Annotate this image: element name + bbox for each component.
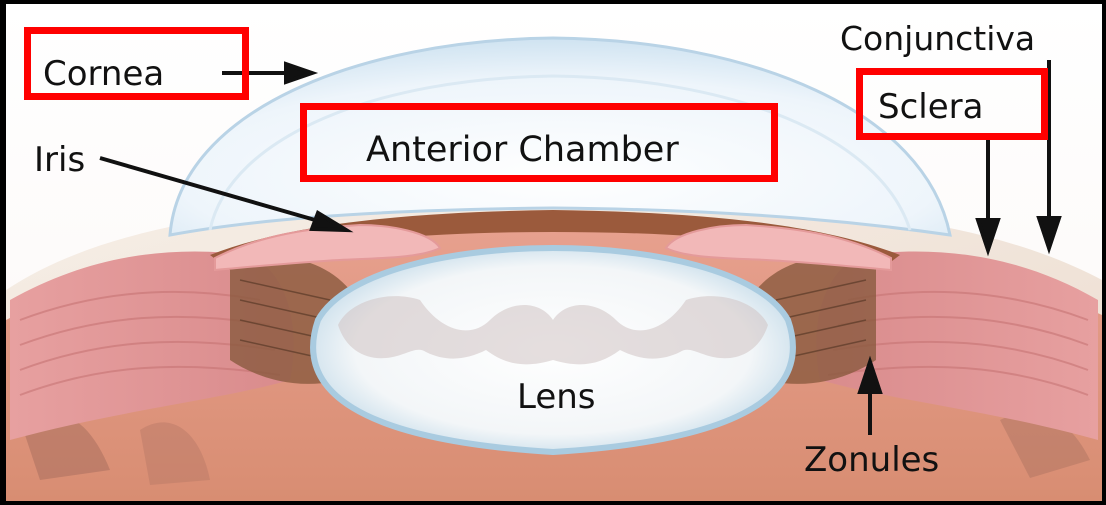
zonules-label: Zonules — [804, 443, 939, 477]
cornea-highlight-box — [24, 27, 249, 100]
conjunctiva-label: Conjunctiva — [840, 22, 1035, 55]
iris-label: Iris — [34, 143, 85, 177]
lens-label: Lens — [517, 380, 596, 414]
anterior-chamber-highlight-box — [300, 103, 778, 182]
sclera-highlight-box — [856, 68, 1048, 140]
